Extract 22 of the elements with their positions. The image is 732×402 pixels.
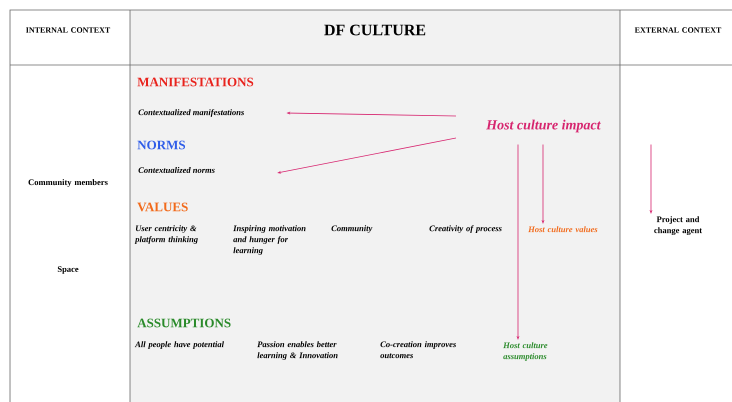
value-text: Creativity of process [430, 225, 502, 234]
section-heading: NORMS [137, 140, 186, 150]
section-heading: VALUES [137, 202, 188, 212]
value-text: Community [332, 225, 372, 233]
manifestation-text: Contextualized manifestations [138, 109, 244, 117]
value-text: User centricity & platform thinking [134, 225, 198, 244]
agent-text: Project and change agent [654, 216, 702, 235]
norm-text: Contextualized norms [138, 167, 215, 173]
section-heading: ASSUMPTIONS [137, 318, 231, 328]
value-text: Inspiring motivation and hunger for learning [233, 225, 306, 255]
column-heading: EXTERNAL CONTEXT [634, 27, 722, 33]
column-heading: INTERNAL CONTEXT [26, 27, 110, 33]
assumption-text: Host culture assumptions [503, 342, 548, 361]
impact-heading: Host culture impact [486, 120, 601, 132]
value-text: Host culture values [528, 226, 598, 232]
row-label: Space [58, 266, 78, 274]
assumption-text: All people have potential [134, 341, 224, 349]
assumption-text: Passion enables better learning & Innovation [257, 341, 338, 360]
row-label: Community members [28, 179, 108, 187]
column-heading: DF CULTURE [324, 24, 426, 36]
assumption-text: Co-creation improves outcomes [380, 341, 456, 358]
section-heading: MANIFESTATIONS [137, 78, 254, 86]
